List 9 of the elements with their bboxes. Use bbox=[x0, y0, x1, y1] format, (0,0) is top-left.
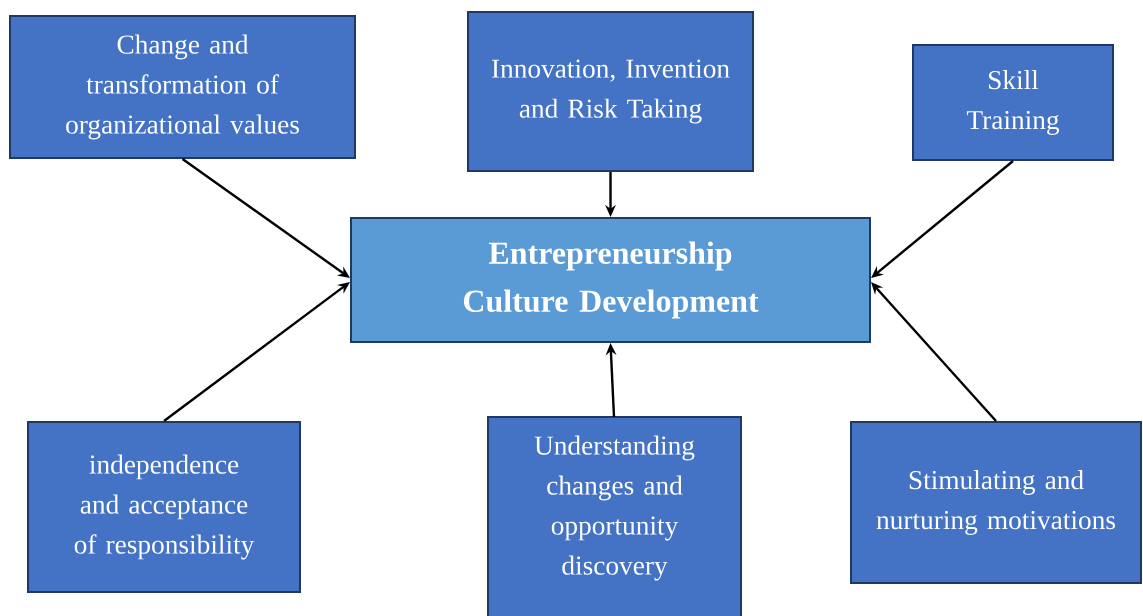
factor-box: independence and acceptance of responsibility bbox=[27, 421, 301, 593]
arrow bbox=[871, 282, 997, 422]
factor-box: Change and transformation of organizational values bbox=[9, 15, 356, 159]
factor-box: Skill Training bbox=[912, 44, 1114, 161]
factor-box: Innovation, Invention and Risk Taking bbox=[467, 11, 754, 172]
factor-box: Stimulating and nurturing motivations bbox=[850, 421, 1142, 584]
factor-box: Understanding changes and opportunity discovery bbox=[487, 416, 742, 616]
arrow bbox=[871, 160, 1014, 278]
central-box: Entrepreneurship Culture Development bbox=[350, 217, 871, 343]
